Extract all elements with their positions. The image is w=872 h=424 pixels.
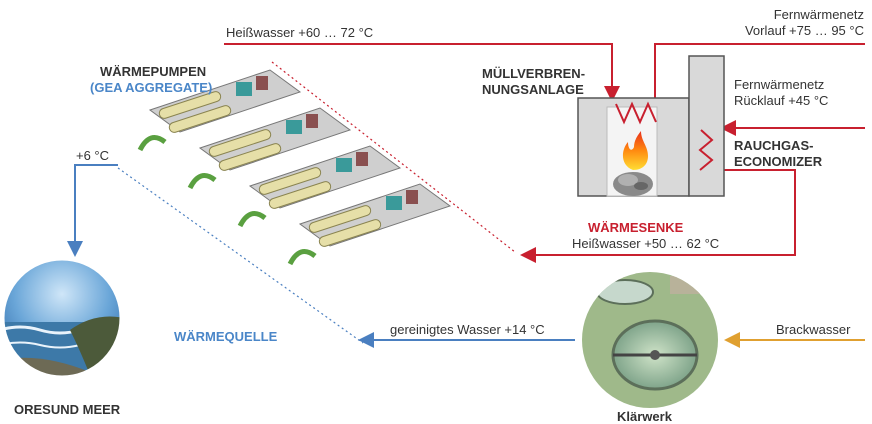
district-supply-label-1: Fernwärmenetz <box>773 7 864 22</box>
heat-pumps-title: WÄRMEPUMPEN <box>100 64 207 79</box>
sea-water-line <box>67 164 118 257</box>
incineration-plant <box>577 55 725 197</box>
economizer-label-1: RAUCHGAS- <box>734 138 814 153</box>
sea-name-label: ORESUND MEER <box>14 402 121 417</box>
treatment-plant-label: Klärwerk <box>617 409 672 424</box>
district-supply-line <box>654 43 865 98</box>
district-supply-label-2: Vorlauf +75 … 95 °C <box>744 23 864 38</box>
heat-pump-red-dotted <box>271 61 516 253</box>
hot-water-supply-line <box>224 43 620 102</box>
brackish-water-label: Brackwasser <box>776 322 851 337</box>
incinerator-label-2: NUNGSANLAGE <box>482 82 584 97</box>
district-return-label-1: Fernwärmenetz <box>734 77 825 92</box>
district-return-label-2: Rücklauf +45 °C <box>734 93 829 108</box>
hot-water-supply-label: Heißwasser +60 … 72 °C <box>226 25 374 40</box>
heat-pump-blue-dotted <box>117 167 364 344</box>
heat-source-label: WÄRMEQUELLE <box>174 329 278 344</box>
treatment-plant-image <box>582 272 718 408</box>
cleaned-water-label: gereinigtes Wasser +14 °C <box>390 322 545 337</box>
heat-sink-label: WÄRMESENKE <box>588 220 684 235</box>
heat-pump-units <box>137 69 452 266</box>
sea-temp-label: +6 °C <box>76 148 110 163</box>
flame-icon <box>622 131 648 170</box>
hot-water-return-label: Heißwasser +50 … 62 °C <box>572 236 720 251</box>
oresund-sea-image <box>3 259 121 377</box>
economizer-label-2: ECONOMIZER <box>734 154 823 169</box>
incinerator-label-1: MÜLLVERBREN- <box>482 66 586 81</box>
heat-pumps-subtitle: (GEA AGGREGATE) <box>90 80 213 95</box>
heat-sink-return-line <box>520 169 796 263</box>
